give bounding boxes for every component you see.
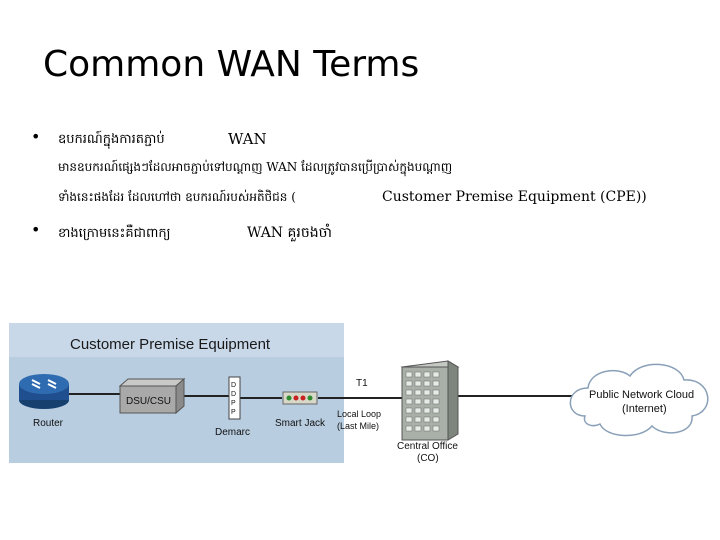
demarc-letter-1: D bbox=[231, 382, 236, 389]
bullet2-lead: ខាងក្រោមនេះគឺជាពាក្យ bbox=[58, 226, 171, 241]
cpe-header-bar bbox=[9, 323, 344, 357]
bullet2-term: WAN គួរចងចាំ bbox=[247, 225, 332, 241]
bullet-dot-1: • bbox=[31, 127, 41, 146]
demarc-label: Demarc bbox=[215, 427, 250, 438]
bullet1-cpe: Customer Premise Equipment (CPE)) bbox=[382, 189, 647, 205]
last-mile-label: (Last Mile) bbox=[337, 421, 379, 431]
wan-diagram: Customer Premise Equipment Router DSU/CS… bbox=[9, 323, 709, 464]
central-office-icon bbox=[400, 360, 460, 441]
router-icon bbox=[19, 374, 69, 409]
smart-jack-icon bbox=[282, 391, 318, 405]
bullet1-term: WAN bbox=[228, 130, 267, 148]
cloud-label: Public Network Cloud bbox=[589, 389, 694, 401]
bullet-dot-2: • bbox=[31, 220, 41, 239]
dsu-csu-icon bbox=[118, 377, 186, 415]
router-label: Router bbox=[33, 418, 64, 429]
demarc-letter-3: P bbox=[231, 400, 236, 407]
demarc-letter-4: P bbox=[231, 409, 236, 416]
smart-jack-label: Smart Jack bbox=[275, 418, 326, 429]
internet-label: (Internet) bbox=[622, 403, 667, 415]
demarc-icon bbox=[228, 376, 241, 420]
co-label: (CO) bbox=[417, 453, 439, 464]
t1-label: T1 bbox=[356, 378, 368, 389]
bullet1-line2: មានឧបករណ៍ផ្សេងៗដែលអាចភ្ជាប់ទៅបណ្តាញ WAN … bbox=[58, 160, 453, 174]
cloud-icon bbox=[569, 363, 709, 437]
local-loop-label: Local Loop bbox=[337, 409, 381, 419]
central-office-label: Central Office bbox=[397, 441, 458, 452]
dsu-label: DSU/CSU bbox=[126, 396, 171, 407]
cpe-header: Customer Premise Equipment bbox=[70, 336, 271, 353]
bullet1-lead: ឧបករណ៍ក្នុងការតភ្ជាប់ bbox=[58, 132, 165, 147]
bullet1-line3: ទាំងនេះផងដែរ ដែលហៅថា​ ឧបករណ៍របស់អតិថិជន … bbox=[58, 190, 296, 204]
demarc-letter-2: D bbox=[231, 391, 236, 398]
slide-title: Common WAN Terms bbox=[43, 44, 420, 85]
